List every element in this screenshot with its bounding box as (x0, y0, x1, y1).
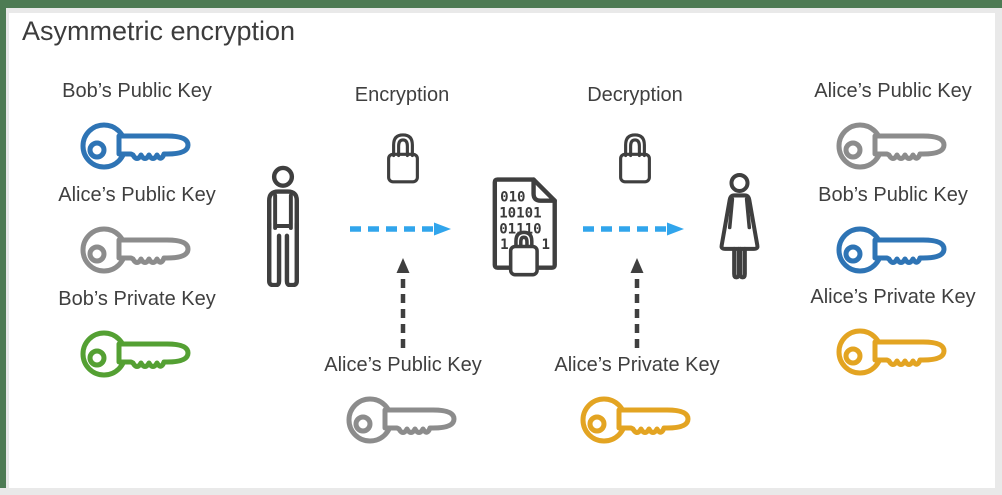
key-icon (836, 328, 947, 376)
slide-margin-bottom (0, 488, 1002, 495)
key-icon (80, 122, 191, 170)
sender-key-bob-public: Bob’s Public Key (27, 80, 247, 180)
decryption-key-alice-private: Alice’s Private Key (527, 354, 747, 454)
key-label: Bob’s Private Key (58, 288, 216, 310)
key-icon (836, 122, 947, 170)
diagram-title: Asymmetric encryption (22, 16, 296, 46)
key-icon (580, 396, 691, 444)
slide-margin-top (0, 8, 1002, 13)
encryption-padlock-icon (387, 133, 419, 184)
encrypt-flow-arrow (350, 222, 451, 236)
man-figure-icon (267, 165, 299, 287)
key-icon (346, 396, 457, 444)
svg-text:10101: 10101 (499, 205, 541, 221)
key-label: Alice’s Private Key (810, 286, 976, 308)
sender-key-bob-private: Bob’s Private Key (27, 288, 247, 388)
encryption-label: Encryption (354, 84, 450, 106)
encrypted-document-icon: 010 10101 01110 1 1 (492, 177, 557, 277)
sender-key-alice-public: Alice’s Public Key (27, 184, 247, 284)
svg-text:1: 1 (500, 237, 508, 253)
key-icon (836, 226, 947, 274)
key-label: Bob’s Public Key (818, 184, 968, 206)
receiver-key-bob-public: Bob’s Public Key (783, 184, 1002, 284)
encryption-key-arrow (396, 258, 410, 348)
window-frame-left (0, 8, 6, 488)
key-icon (80, 330, 191, 378)
decrypt-flow-arrow (583, 222, 684, 236)
woman-figure-icon (719, 172, 760, 280)
key-label: Bob’s Public Key (62, 80, 212, 102)
receiver-key-alice-private: Alice’s Private Key (783, 286, 1002, 386)
key-label: Alice’s Private Key (554, 354, 720, 376)
svg-text:1: 1 (542, 237, 550, 253)
encryption-key-alice-public: Alice’s Public Key (293, 354, 513, 454)
key-label: Alice’s Public Key (58, 184, 216, 206)
decryption-padlock-icon (619, 133, 651, 184)
slide-margin-left (6, 13, 9, 488)
key-label: Alice’s Public Key (324, 354, 482, 376)
key-label: Alice’s Public Key (814, 80, 972, 102)
decryption-key-arrow (630, 258, 644, 348)
slide-margin-right (995, 13, 1002, 495)
svg-text:010: 010 (500, 190, 525, 206)
window-frame-top (0, 0, 1002, 8)
decryption-label: Decryption (587, 84, 683, 106)
key-icon (80, 226, 191, 274)
receiver-key-alice-public: Alice’s Public Key (783, 80, 1002, 180)
